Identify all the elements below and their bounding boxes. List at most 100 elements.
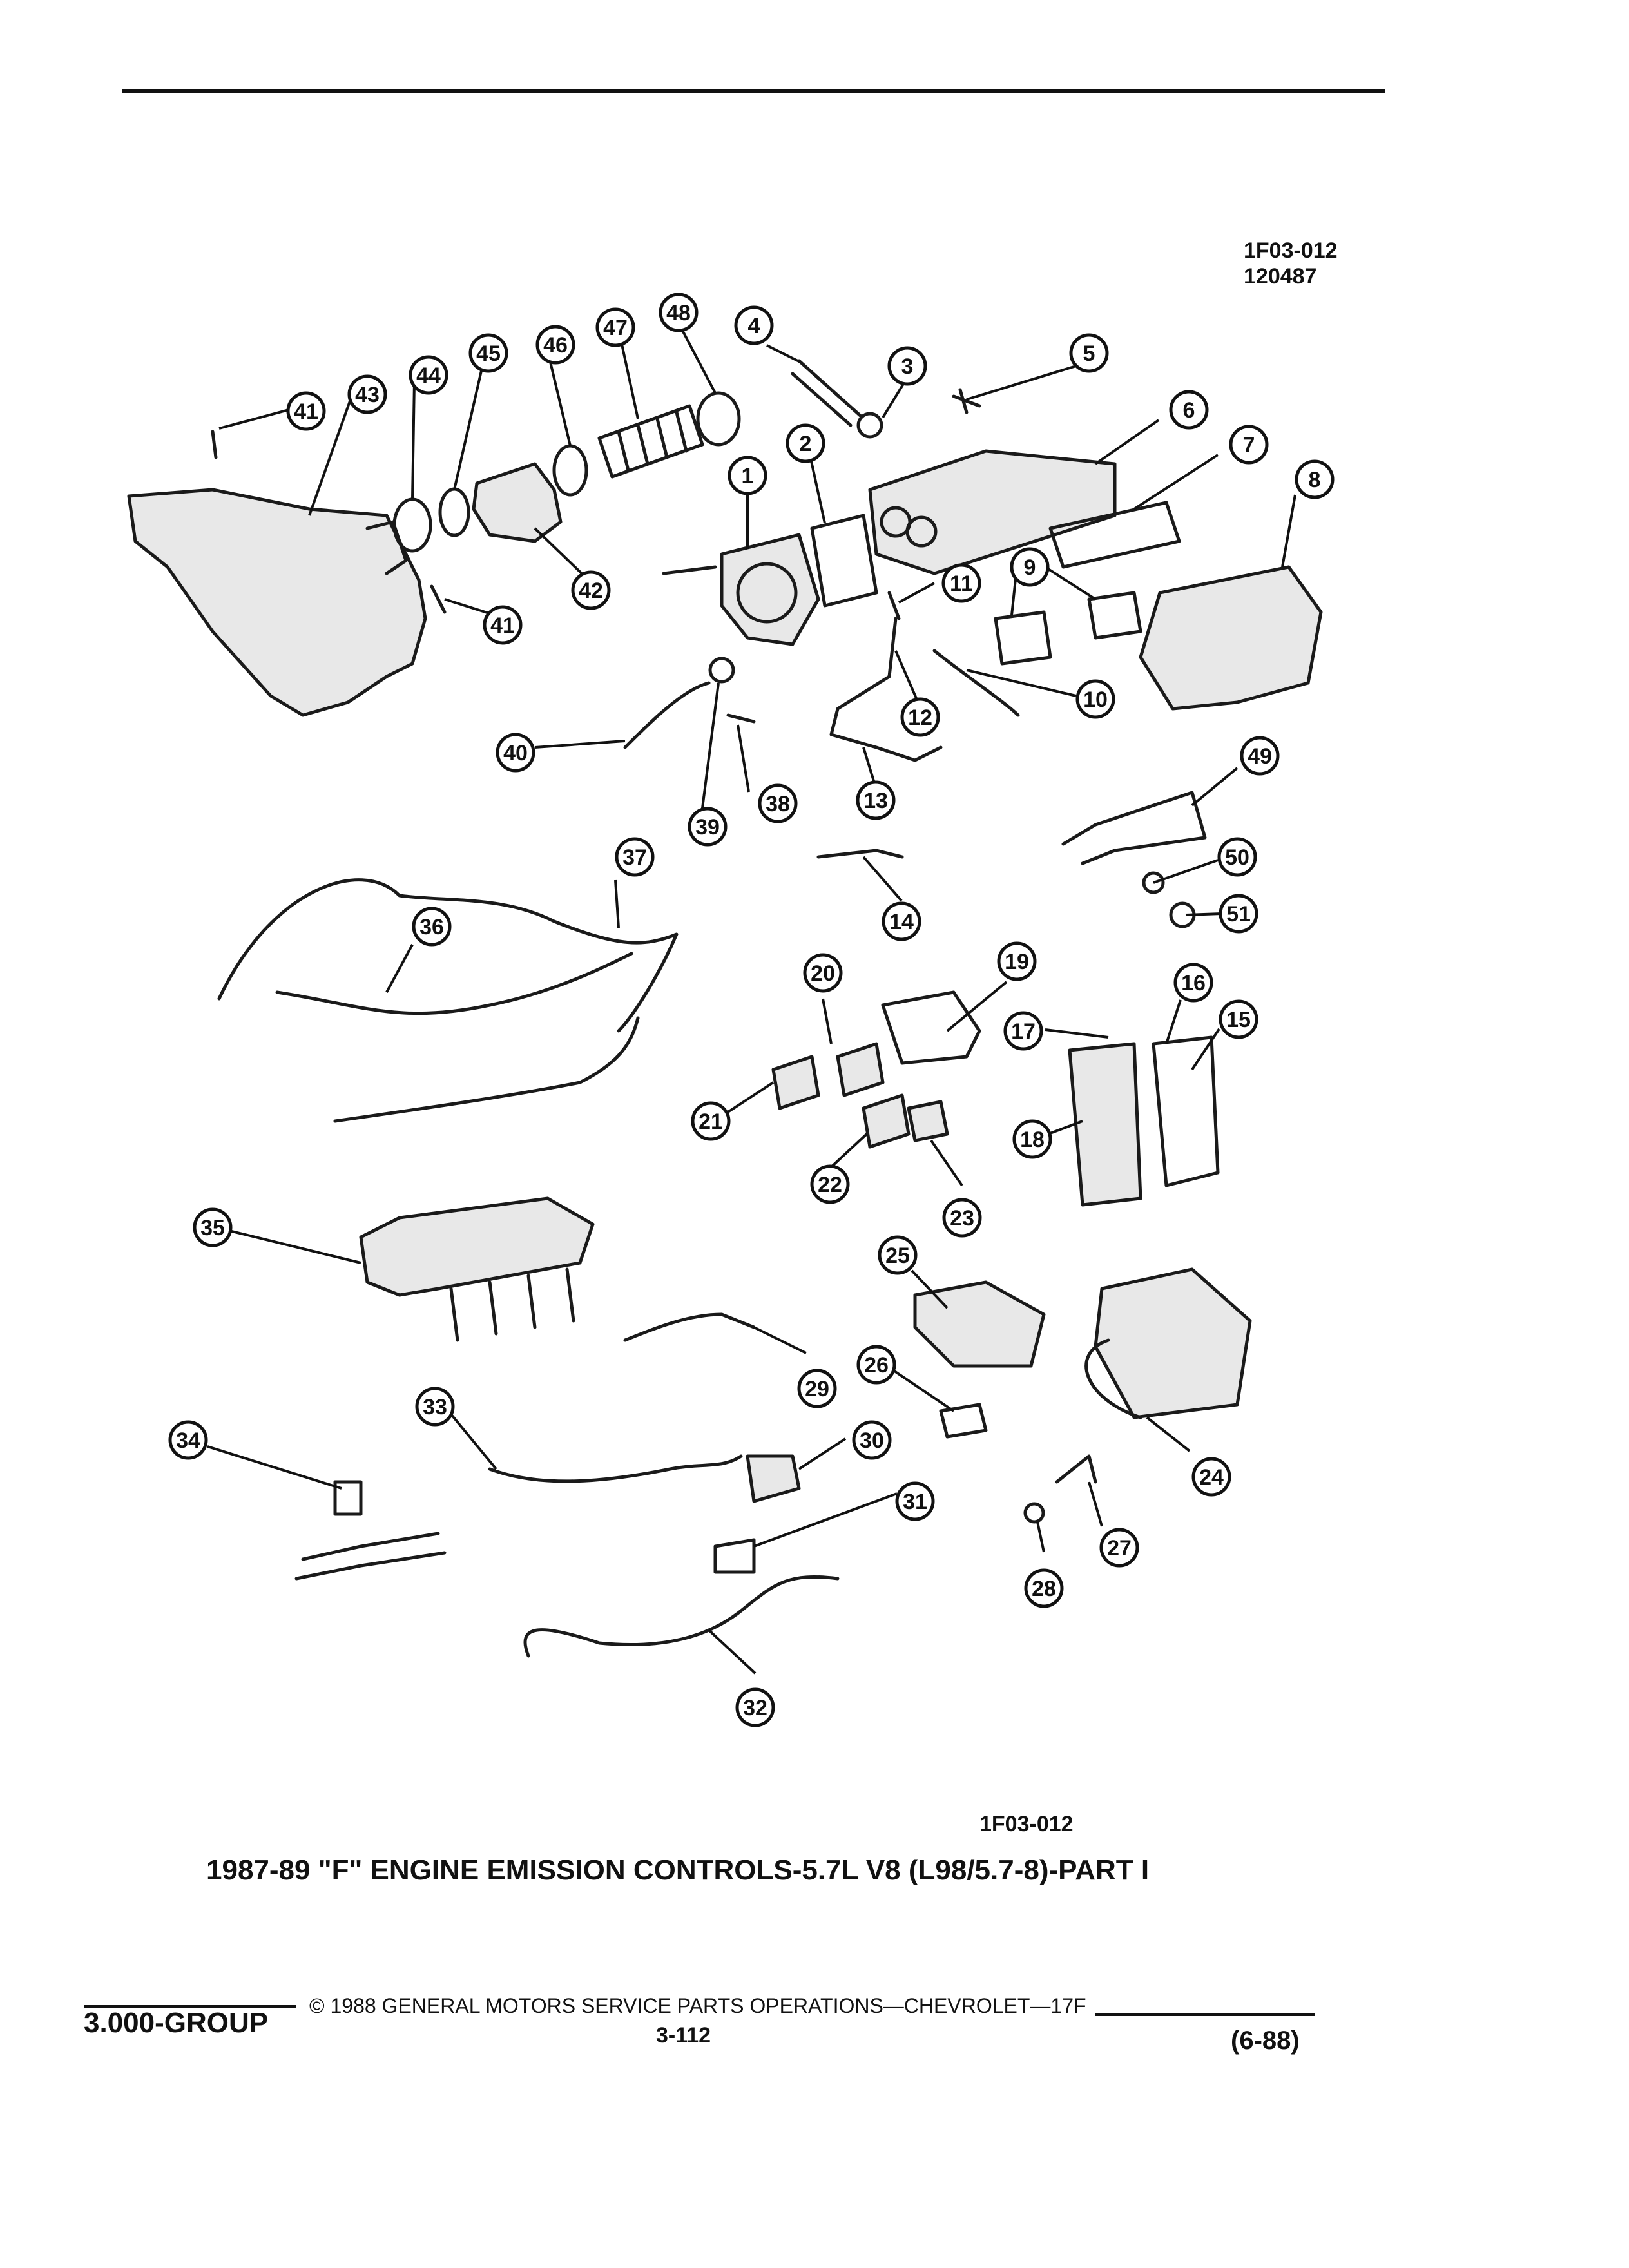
callout-29: 29 <box>797 1369 837 1408</box>
callout-33: 33 <box>415 1387 455 1427</box>
callout-18: 18 <box>1012 1119 1052 1159</box>
callout-circle <box>942 1198 982 1238</box>
ecm-bracket <box>1152 1035 1220 1187</box>
fuel-rail-assembly <box>359 1196 595 1297</box>
callout-number: 43 <box>355 383 380 407</box>
callout-circle <box>535 325 575 365</box>
fuel-line <box>294 1532 447 1581</box>
callout-10: 10 <box>1075 679 1115 719</box>
callout-21: 21 <box>691 1101 731 1141</box>
callout-number: 10 <box>1083 687 1108 712</box>
callout-number: 47 <box>603 316 628 340</box>
callout-circle <box>168 1420 208 1460</box>
callout-40: 40 <box>496 733 535 773</box>
callout-number: 28 <box>1032 1577 1056 1601</box>
callout-number: 34 <box>176 1428 200 1453</box>
bellows-duct <box>597 404 704 479</box>
callout-41: 41 <box>286 391 326 431</box>
callout-circle <box>758 783 798 823</box>
callout-7: 7 <box>1229 425 1269 465</box>
callout-circle <box>1240 736 1280 776</box>
callout-circle <box>941 563 981 603</box>
air-cleaner-housing <box>127 488 427 717</box>
plenum-port-2 <box>905 515 938 548</box>
callout-circle <box>1024 1568 1064 1608</box>
callout-number: 13 <box>863 789 888 813</box>
callout-11: 11 <box>941 563 981 603</box>
callout-circle <box>1229 425 1269 465</box>
callout-circle <box>496 733 535 773</box>
callout-46: 46 <box>535 325 575 365</box>
callout-number: 15 <box>1226 1008 1251 1032</box>
callout-number: 48 <box>666 301 691 325</box>
callout-circle <box>856 780 896 820</box>
callout-circle <box>1173 963 1213 1003</box>
callout-41: 41 <box>483 605 523 645</box>
callout-circle <box>1295 459 1335 499</box>
relay-3 <box>862 1093 911 1149</box>
figure-date: 120487 <box>1244 264 1317 289</box>
callout-circle <box>900 697 940 737</box>
callout-24: 24 <box>1191 1457 1231 1497</box>
callout-circle <box>852 1420 892 1460</box>
throttle-bore <box>736 562 798 624</box>
seal-ring <box>438 487 470 537</box>
callout-circle <box>409 355 448 395</box>
callouts: 1234567891011121314151617181920212223242… <box>168 293 1335 1727</box>
sensor-harness <box>829 617 943 762</box>
callout-2: 2 <box>786 423 825 463</box>
callout-circle <box>803 953 843 993</box>
callout-30: 30 <box>852 1420 892 1460</box>
callout-32: 32 <box>735 1687 775 1727</box>
callout-number: 51 <box>1226 902 1251 927</box>
callout-20: 20 <box>803 953 843 993</box>
callout-number: 23 <box>950 1206 974 1231</box>
egr-valve-fitting <box>1142 871 1165 894</box>
callout-circle <box>659 293 699 332</box>
housing-bolt-1 <box>211 430 218 459</box>
vacuum-fitting <box>952 388 981 414</box>
callout-8: 8 <box>1295 459 1335 499</box>
callout-circle <box>415 1387 455 1427</box>
callout-circle <box>1003 1011 1043 1051</box>
fuel-injectors <box>449 1267 575 1342</box>
injector-harness <box>488 1454 743 1483</box>
callout-circle <box>1219 999 1258 1039</box>
vacuum-hose <box>623 681 711 749</box>
callout-circle <box>468 333 508 373</box>
callout-number: 20 <box>811 961 835 986</box>
callout-number: 7 <box>1243 433 1255 457</box>
callout-44: 44 <box>409 355 448 395</box>
callout-circle <box>735 1687 775 1727</box>
callout-49: 49 <box>1240 736 1280 776</box>
engine-wiring-harness <box>217 878 679 1123</box>
callout-number: 14 <box>889 910 914 934</box>
callout-circle <box>1217 837 1257 877</box>
callout-47: 47 <box>595 307 635 347</box>
knock-sensor-cover <box>1094 1267 1252 1419</box>
solenoid <box>746 1454 801 1503</box>
callout-circle <box>691 1101 731 1141</box>
callout-9: 9 <box>1010 547 1050 587</box>
vacuum-switch <box>939 1403 988 1439</box>
clamp-ring <box>392 497 432 553</box>
callout-50: 50 <box>1217 837 1257 877</box>
callout-number: 8 <box>1309 468 1321 492</box>
callout-15: 15 <box>1219 999 1258 1039</box>
callout-number: 30 <box>860 1428 884 1453</box>
callout-circle <box>895 1481 935 1521</box>
callout-16: 16 <box>1173 963 1213 1003</box>
callout-number: 33 <box>423 1395 447 1419</box>
callout-19: 19 <box>997 941 1037 981</box>
callout-circle <box>786 423 825 463</box>
callout-28: 28 <box>1024 1568 1064 1608</box>
callout-number: 6 <box>1183 398 1195 423</box>
callout-17: 17 <box>1003 1011 1043 1051</box>
footer-revision: (6-88) <box>1231 2026 1300 2055</box>
callout-circle <box>728 456 767 495</box>
callout-circle <box>810 1164 850 1204</box>
figure-caption: 1987-89 "F" ENGINE EMISSION CONTROLS-5.7… <box>206 1854 1150 1886</box>
hose-clamp <box>856 412 883 439</box>
callout-number: 32 <box>743 1696 767 1720</box>
callout-number: 41 <box>294 399 318 424</box>
